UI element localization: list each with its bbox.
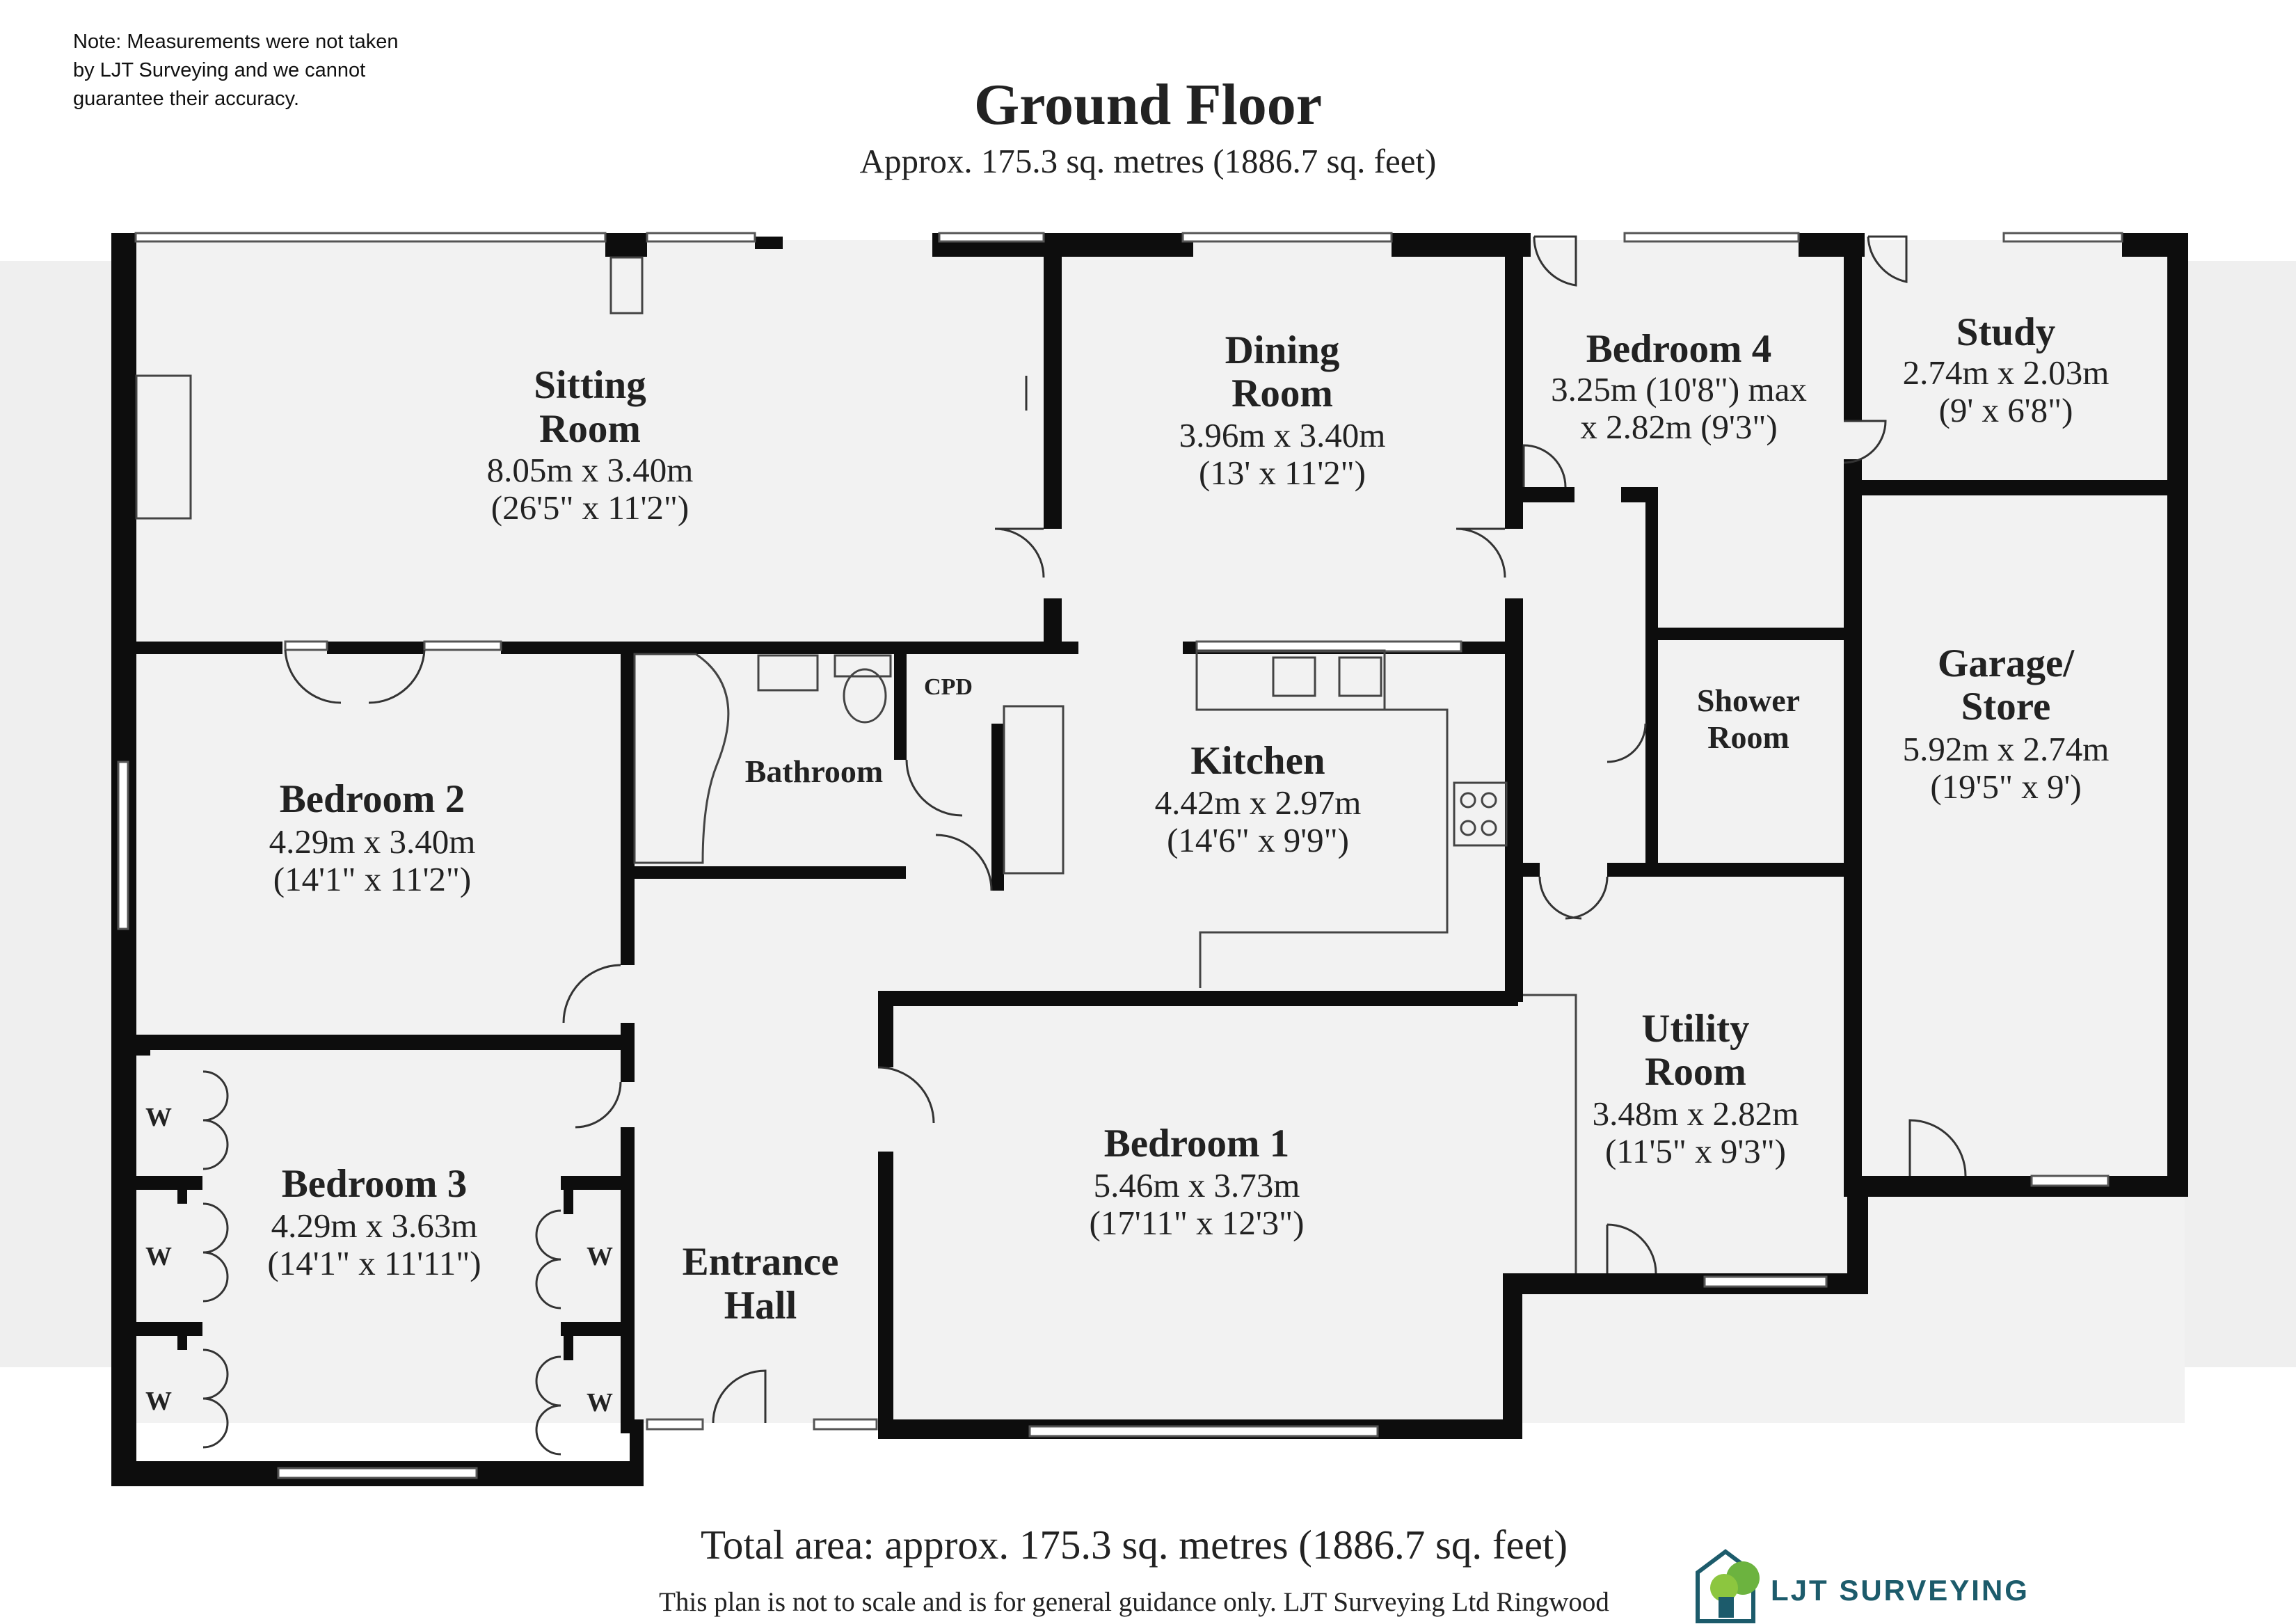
svg-text:Kitchen: Kitchen — [1190, 739, 1325, 783]
svg-text:(13' x 11'2"): (13' x 11'2") — [1199, 454, 1366, 492]
svg-text:5.92m x 2.74m: 5.92m x 2.74m — [1903, 730, 2110, 768]
airing-cupboard — [1003, 705, 1065, 875]
measurement-note: Note: Measurements were not taken by LJT… — [73, 31, 399, 110]
toilet — [843, 668, 887, 724]
svg-text:Room: Room — [1707, 719, 1789, 755]
svg-text:Bedroom 1: Bedroom 1 — [1104, 1122, 1290, 1165]
fixtures — [135, 256, 1577, 1273]
utility-worktop — [1523, 994, 1577, 1273]
brand-name: LJT SURVEYING — [1771, 1574, 2030, 1607]
svg-text:Hall: Hall — [724, 1284, 797, 1328]
wardrobe-label: W — [145, 1103, 172, 1132]
svg-text:4.42m x 2.97m: 4.42m x 2.97m — [1155, 783, 1362, 822]
wall-study-bottom — [1844, 480, 2188, 495]
svg-text:(26'5" x 11'2"): (26'5" x 11'2") — [491, 488, 689, 527]
svg-text:Bedroom 2: Bedroom 2 — [280, 777, 465, 821]
svg-text:4.29m x 3.40m: 4.29m x 3.40m — [269, 822, 476, 861]
page-subtitle: Approx. 175.3 sq. metres (1886.7 sq. fee… — [860, 142, 1437, 180]
page-title: Ground Floor — [974, 72, 1322, 137]
svg-text:(14'6" x 9'9"): (14'6" x 9'9") — [1167, 821, 1349, 859]
worktop — [1197, 708, 1449, 988]
svg-text:(19'5" x 9'): (19'5" x 9') — [1930, 767, 2081, 806]
wardrobe-labels: W W W W W — [145, 1103, 613, 1417]
wall-bedroom1-right-lower — [1503, 1273, 1522, 1439]
interior-fill — [111, 240, 2185, 1423]
room-sitting-room: Sitting Room 8.05m x 3.40m (26'5" x 11'2… — [487, 363, 694, 527]
wardrobe-label: W — [587, 1388, 613, 1417]
svg-text:Bathroom: Bathroom — [745, 754, 884, 789]
svg-text:Room: Room — [539, 407, 641, 451]
svg-text:Shower: Shower — [1697, 683, 1800, 718]
room-kitchen: Kitchen 4.42m x 2.97m (14'6" x 9'9") — [1155, 739, 1362, 859]
svg-text:Room: Room — [1231, 372, 1333, 415]
chimney-breast — [609, 256, 644, 315]
room-bathroom: Bathroom — [745, 754, 884, 789]
door-swings — [202, 235, 1967, 1456]
svg-text:Room: Room — [1645, 1050, 1746, 1094]
wall-sitting-dining — [1044, 233, 1062, 529]
svg-text:3.25m (10'8") max: 3.25m (10'8") max — [1551, 370, 1807, 408]
room-bedroom-1: Bedroom 1 5.46m x 3.73m (17'11" x 12'3") — [1090, 1122, 1305, 1242]
svg-text:(17'11" x 12'3"): (17'11" x 12'3") — [1090, 1204, 1305, 1242]
windows — [117, 232, 2123, 1479]
wall-porch-left — [630, 1419, 644, 1486]
svg-text:Store: Store — [1961, 685, 2051, 729]
room-bedroom-4: Bedroom 4 3.25m (10'8") max x 2.82m (9'3… — [1551, 327, 1807, 446]
svg-text:Sitting: Sitting — [534, 363, 646, 407]
basin — [757, 654, 819, 692]
svg-text:Garage/: Garage/ — [1938, 642, 2075, 685]
wall-outer-right — [2167, 233, 2188, 1197]
svg-text:Utility: Utility — [1641, 1007, 1749, 1051]
total-area: Total area: approx. 175.3 sq. metres (18… — [701, 1522, 1568, 1568]
hob — [1453, 781, 1508, 847]
svg-text:(14'1" x 11'11"): (14'1" x 11'11") — [267, 1244, 481, 1282]
svg-text:(9' x 6'8"): (9' x 6'8") — [1939, 391, 2073, 429]
room-entrance-hall: Entrance Hall — [683, 1240, 839, 1328]
walls — [111, 233, 2188, 1486]
room-dining-room: Dining Room 3.96m x 3.40m (13' x 11'2") — [1179, 328, 1386, 492]
wardrobe-label: W — [145, 1387, 172, 1416]
room-bedroom-3: Bedroom 3 4.29m x 3.63m (14'1" x 11'11") — [267, 1162, 481, 1282]
fireplace — [135, 374, 192, 520]
svg-text:4.29m x 3.63m: 4.29m x 3.63m — [271, 1207, 478, 1245]
svg-text:(11'5" x 9'3"): (11'5" x 9'3") — [1605, 1132, 1786, 1170]
disclaimer: This plan is not to scale and is for gen… — [659, 1587, 1609, 1617]
svg-text:Bedroom 3: Bedroom 3 — [282, 1162, 468, 1206]
svg-text:2.74m x 2.03m: 2.74m x 2.03m — [1903, 353, 2110, 392]
svg-text:8.05m x 3.40m: 8.05m x 3.40m — [487, 451, 694, 489]
svg-text:Bedroom 4: Bedroom 4 — [1586, 327, 1772, 371]
wardrobe-label: W — [145, 1242, 172, 1271]
svg-text:Study: Study — [1956, 310, 2056, 354]
svg-text:CPD: CPD — [924, 674, 973, 700]
room-bedroom-2: Bedroom 2 4.29m x 3.40m (14'1" x 11'2") — [269, 777, 476, 898]
svg-text:3.96m x 3.40m: 3.96m x 3.40m — [1179, 416, 1386, 454]
room-labels: Sitting Room 8.05m x 3.40m (26'5" x 11'2… — [267, 310, 2109, 1328]
wardrobe-label: W — [587, 1242, 613, 1271]
ljt-logo-icon — [1696, 1549, 1760, 1623]
wall-bedroom1-top — [878, 991, 1518, 1006]
wall-garage-bottom — [1847, 1176, 2188, 1197]
svg-text:Entrance: Entrance — [683, 1240, 839, 1284]
bath-tub — [633, 653, 730, 864]
svg-text:x 2.82m (9'3"): x 2.82m (9'3") — [1580, 408, 1777, 446]
wall-garage-left — [1844, 480, 1862, 1197]
svg-text:Dining: Dining — [1225, 328, 1340, 372]
room-cpd: CPD — [924, 674, 973, 700]
svg-text:3.48m x 2.82m: 3.48m x 2.82m — [1593, 1094, 1799, 1133]
room-study: Study 2.74m x 2.03m (9' x 6'8") — [1903, 310, 2110, 429]
room-shower-room: Shower Room — [1697, 683, 1800, 755]
wall-bedroom2-bottom — [136, 1035, 630, 1050]
room-garage-store: Garage/ Store 5.92m x 2.74m (19'5" x 9') — [1903, 642, 2110, 806]
room-utility-room: Utility Room 3.48m x 2.82m (11'5" x 9'3"… — [1593, 1007, 1799, 1170]
svg-text:5.46m x 3.73m: 5.46m x 3.73m — [1094, 1166, 1300, 1204]
svg-text:(14'1" x 11'2"): (14'1" x 11'2") — [273, 860, 471, 898]
